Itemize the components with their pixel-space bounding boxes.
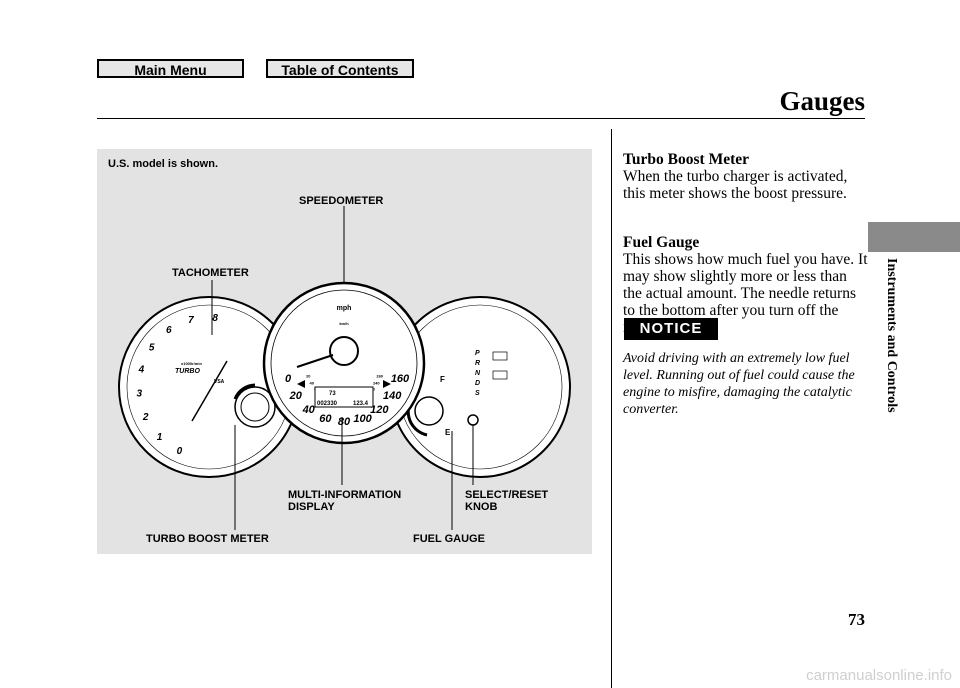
- fuel-empty-mark: E: [445, 428, 451, 437]
- section-turbo-boost-meter: Turbo Boost Meter When the turbo charger…: [623, 151, 868, 202]
- tach-needle: [191, 360, 228, 422]
- table-of-contents-button[interactable]: Table of Contents: [266, 59, 414, 78]
- label-mid-line1: MULTI-INFORMATION: [288, 489, 402, 501]
- label-multi-information-display: MULTI-INFORMATION DISPLAY: [288, 489, 401, 513]
- notice-text: Avoid driving with an extremely low fuel…: [623, 351, 855, 417]
- select-reset-knob: [467, 414, 479, 426]
- left-turn-arrow-icon: [297, 380, 305, 388]
- header-rule: [97, 118, 865, 119]
- rpm-tick-label: 2: [142, 412, 149, 423]
- kmh-tick-label: 20: [306, 373, 311, 378]
- speed-needle: [296, 354, 334, 368]
- section-fuel-gauge: Fuel Gauge This shows how much fuel you …: [623, 234, 868, 336]
- label-select-reset-knob: SELECT/RESET KNOB: [465, 489, 548, 513]
- speed-tick-label: 160: [391, 373, 410, 385]
- turbo-word: TURBO: [175, 368, 200, 375]
- gear-indicator-letter: D: [475, 380, 480, 387]
- speed-tick-label: 60: [319, 413, 332, 425]
- speed-needle-hub: [329, 336, 359, 366]
- gear-indicator-letter: P: [475, 350, 480, 357]
- speed-tick-label: 140: [383, 390, 402, 402]
- rpm-tick-label: 8: [212, 313, 218, 324]
- rpm-tick-label: 0: [177, 446, 183, 457]
- rpm-tick-label: 3: [137, 389, 143, 400]
- fuel-gauge-dial: [414, 396, 444, 426]
- rpm-tick-label: 7: [188, 315, 194, 326]
- label-speedometer: SPEEDOMETER: [299, 195, 384, 207]
- speed-tick-label: 40: [302, 404, 316, 416]
- rpm-tick-label: 4: [138, 364, 145, 375]
- label-turbo-boost-meter: TURBO BOOST METER: [146, 533, 269, 545]
- mid-top-value: 73: [329, 391, 336, 397]
- gear-indicator-letter: N: [475, 370, 481, 377]
- watermark: carmanualsonline.info: [806, 667, 952, 684]
- section-heading: Turbo Boost Meter: [623, 151, 749, 168]
- rpm-unit: x1000r/min: [181, 361, 202, 366]
- figure-caption: U.S. model is shown.: [108, 158, 219, 170]
- rpm-tick-label: 5: [149, 342, 155, 353]
- multi-information-display: [314, 386, 374, 408]
- label-fuel-gauge: FUEL GAUGE: [413, 533, 485, 545]
- page-title: Gauges: [779, 86, 865, 116]
- speed-unit: mph: [337, 305, 352, 312]
- column-divider: [611, 129, 612, 688]
- speed-tick-label: 120: [370, 404, 389, 416]
- label-tachometer: TACHOMETER: [172, 267, 249, 279]
- kmh-unit: km/h: [339, 321, 349, 326]
- speed-tick-label: 0: [285, 373, 292, 385]
- kmh-tick-label: 40: [309, 380, 314, 385]
- label-mid-line2: DISPLAY: [288, 501, 335, 513]
- page-number: 73: [848, 610, 865, 629]
- fuel-full-mark: F: [440, 375, 445, 384]
- label-knob-line2: KNOB: [465, 501, 498, 513]
- chapter-tab[interactable]: [868, 222, 960, 252]
- mid-trip: 123.4: [353, 401, 369, 407]
- notice-badge: NOTICE: [624, 318, 718, 340]
- section-heading: Fuel Gauge: [623, 234, 700, 251]
- kmh-tick-label: 260: [376, 373, 383, 378]
- label-knob-line1: SELECT/RESET: [465, 489, 549, 501]
- section-body: This shows how much fuel you have. It ma…: [623, 251, 868, 336]
- speed-tick-label: 80: [338, 416, 351, 428]
- rpm-tick-label: 1: [157, 432, 163, 443]
- chapter-label: Instruments and Controls: [884, 258, 899, 413]
- vsa-indicator: VSA: [214, 379, 225, 385]
- speed-tick-label: 20: [289, 390, 303, 402]
- speed-tick-label: 100: [353, 413, 372, 425]
- section-body: When the turbo charger is activated, thi…: [623, 168, 848, 202]
- kmh-tick-label: 240: [373, 380, 380, 385]
- rpm-tick-label: 6: [166, 325, 172, 336]
- mid-odometer: 002330: [317, 401, 338, 407]
- gear-indicator-letter: R: [475, 360, 480, 367]
- gear-indicator-letter: S: [475, 390, 480, 397]
- main-menu-button[interactable]: Main Menu: [97, 59, 244, 78]
- right-turn-arrow-icon: [383, 380, 391, 388]
